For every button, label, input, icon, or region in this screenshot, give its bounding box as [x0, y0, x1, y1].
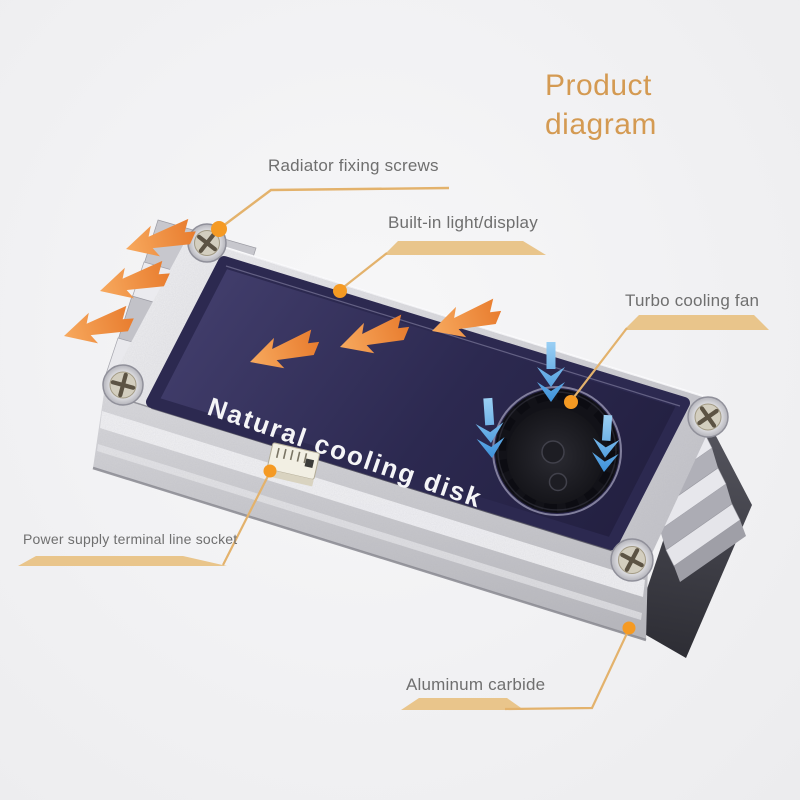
- plate-top-highlight: [225, 265, 681, 407]
- leader-line-power-socket: [222, 471, 271, 566]
- label-radiator-fixing-screws: Radiator fixing screws: [268, 156, 439, 175]
- power-socket-icon: [265, 442, 320, 487]
- leader-line-aluminum: [504, 628, 630, 711]
- page-title: Product diagram: [545, 66, 657, 144]
- label-built-in-light-display: Built-in light/display: [388, 213, 538, 232]
- label-power-supply-terminal-line-socket: Power supply terminal line socket: [23, 531, 238, 547]
- leader-band-aluminum: [401, 698, 524, 710]
- corner-screws: [102, 223, 729, 582]
- callout-leaders: [18, 186, 769, 711]
- heatsink-body: Natural cooling disk: [92, 219, 752, 658]
- label-turbo-cooling-fan: Turbo cooling fan: [625, 291, 760, 310]
- screw-icon: [102, 364, 144, 406]
- fan-hub-detail: [541, 440, 565, 464]
- leader-dot-icon: [211, 221, 227, 237]
- leader-band-light-display: [384, 241, 546, 255]
- socket-pins: [275, 447, 308, 464]
- fan-blades: [496, 390, 618, 512]
- page-title-line2: diagram: [545, 108, 657, 141]
- leader-line-light-display: [339, 252, 388, 291]
- screw-icon: [687, 396, 729, 438]
- leader-dot-icon: [333, 284, 347, 298]
- leader-band-power-socket: [18, 556, 227, 566]
- label-aluminum-carbide: Aluminum carbide: [406, 675, 546, 694]
- leader-dot-icon: [564, 395, 578, 409]
- leader-dot-icon: [263, 464, 277, 478]
- page-title-line1: Product: [545, 69, 652, 102]
- leader-band-turbo-fan: [624, 315, 769, 330]
- screw-icon: [610, 538, 654, 582]
- fin-step: [674, 520, 746, 582]
- leader-line-turbo-fan: [570, 327, 628, 402]
- socket-key: [304, 458, 315, 469]
- socket-base: [265, 469, 314, 487]
- leader-line-radiator-screws: [218, 186, 450, 230]
- fan-icon: [492, 386, 622, 516]
- leader-dot-icon: [622, 621, 636, 635]
- fin-step: [660, 484, 732, 550]
- fan-hub-detail: [548, 472, 568, 492]
